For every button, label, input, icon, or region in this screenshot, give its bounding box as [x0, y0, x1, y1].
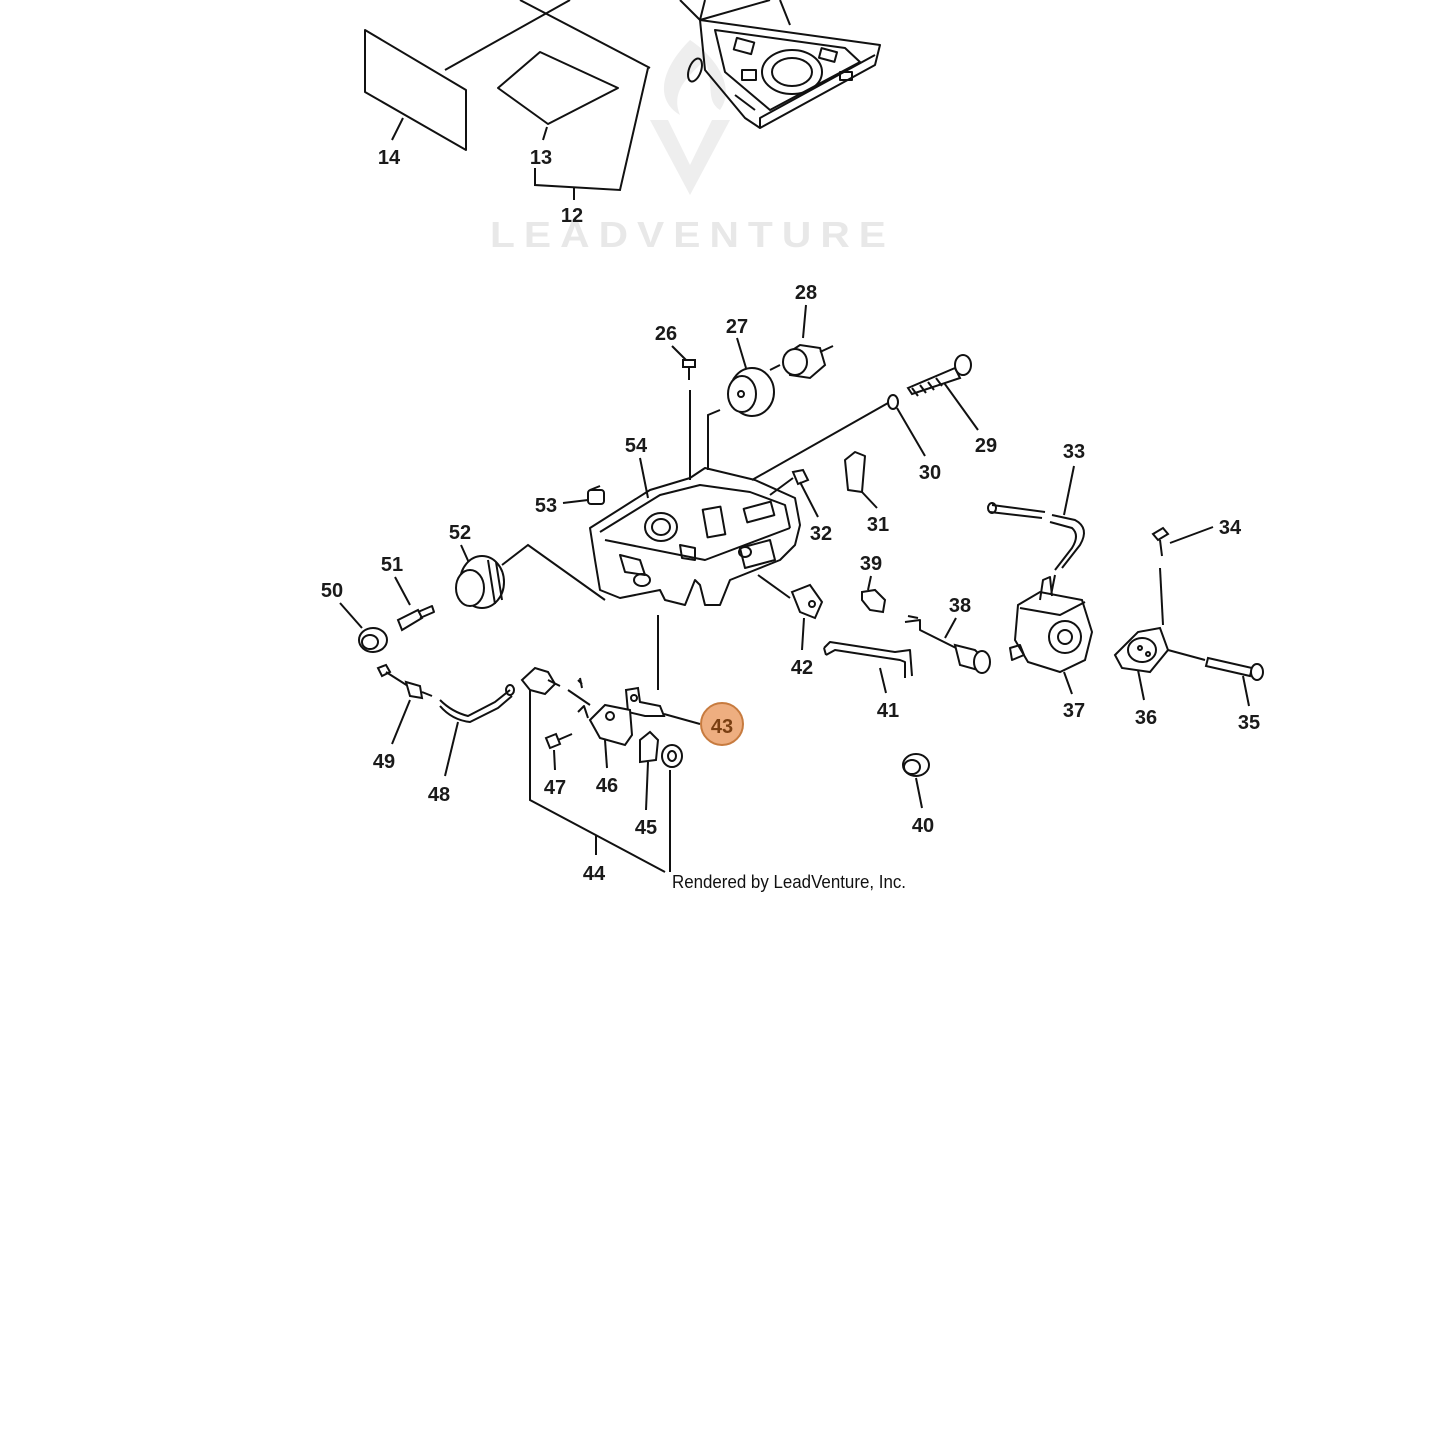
callout-39[interactable]: 39	[860, 553, 882, 575]
part-48-hose	[439, 684, 515, 777]
callout-34[interactable]: 34	[1219, 517, 1242, 539]
callout-48[interactable]: 48	[428, 784, 450, 806]
part-small-spring	[577, 677, 583, 689]
callout-36[interactable]: 36	[1135, 707, 1157, 729]
part-30-oring	[887, 394, 926, 457]
part-49-cable-end	[376, 663, 433, 745]
part-36-flange	[1113, 626, 1170, 701]
callout-41[interactable]: 41	[877, 700, 899, 722]
part-46-lever	[567, 689, 634, 769]
part-14-panel	[364, 29, 467, 151]
callout-43[interactable]: 43	[711, 716, 733, 738]
part-13-pad	[497, 51, 619, 125]
callout-32[interactable]: 32	[810, 523, 832, 545]
callout-12[interactable]: 12	[561, 205, 583, 227]
part-43-bracket	[624, 615, 701, 725]
part-53-plug	[562, 485, 605, 505]
top-cover-assembly	[364, 0, 881, 200]
callout-33[interactable]: 33	[1063, 441, 1085, 463]
leadventure-logo-icon	[650, 40, 730, 195]
callout-44[interactable]: 44	[583, 863, 606, 885]
part-31-gasket	[844, 451, 878, 509]
housing-cover	[679, 0, 881, 129]
part-26-screw	[671, 345, 696, 380]
callout-51[interactable]: 51	[381, 554, 403, 576]
part-28-pump	[769, 304, 834, 380]
part-34-screw	[1151, 526, 1214, 626]
callout-30[interactable]: 30	[919, 462, 941, 484]
part-45-washer	[639, 730, 683, 811]
part-38-choke-rod	[904, 615, 991, 674]
part-44-lever-assembly	[520, 666, 671, 873]
callout-13[interactable]: 13	[530, 147, 552, 169]
callout-47[interactable]: 47	[544, 777, 566, 799]
callout-52[interactable]: 52	[449, 522, 471, 544]
part-35-bolt	[1167, 649, 1264, 707]
callout-labels: 14 13 12 28 26 27 29 54 30 33 53 32 31 34 52 51 39 50 38 42…	[321, 147, 1260, 885]
leadventure-watermark: LEADVENTURE	[490, 40, 895, 255]
part-32-fitting	[769, 468, 819, 518]
callout-35[interactable]: 35	[1238, 712, 1260, 734]
part-50-plug	[339, 602, 388, 653]
callout-50[interactable]: 50	[321, 580, 343, 602]
part-51-valve	[394, 576, 435, 632]
callout-46[interactable]: 46	[596, 775, 618, 797]
part-41-rod	[823, 641, 913, 694]
part-37-carburetor	[1009, 576, 1094, 695]
callout-49[interactable]: 49	[373, 751, 395, 773]
callout-42[interactable]: 42	[791, 657, 813, 679]
callout-28[interactable]: 28	[795, 282, 817, 304]
callout-29[interactable]: 29	[975, 435, 997, 457]
part-40-grommet	[902, 753, 930, 809]
part-27-cap	[727, 337, 775, 417]
part-33-hose	[987, 465, 1085, 601]
callout-14[interactable]: 14	[378, 147, 401, 169]
part-39-clip	[861, 575, 887, 614]
part-52-grommet	[455, 543, 606, 609]
callout-54[interactable]: 54	[625, 435, 648, 457]
callout-37[interactable]: 37	[1063, 700, 1085, 722]
callout-53[interactable]: 53	[535, 495, 557, 517]
part-29-bolt	[906, 354, 979, 431]
callout-45[interactable]: 45	[635, 817, 657, 839]
callout-40[interactable]: 40	[912, 815, 934, 837]
callout-38[interactable]: 38	[949, 595, 971, 617]
part-47-screw	[544, 732, 573, 771]
callout-31[interactable]: 31	[867, 514, 889, 536]
part-42-bracket	[757, 574, 824, 651]
selected-callout-highlight	[700, 702, 744, 746]
callout-26[interactable]: 26	[655, 323, 677, 345]
tank-housing-54	[589, 390, 889, 606]
credit-text: Rendered by LeadVenture, Inc.	[672, 872, 906, 892]
watermark-text: LEADVENTURE	[490, 214, 895, 255]
callout-27[interactable]: 27	[726, 316, 748, 338]
